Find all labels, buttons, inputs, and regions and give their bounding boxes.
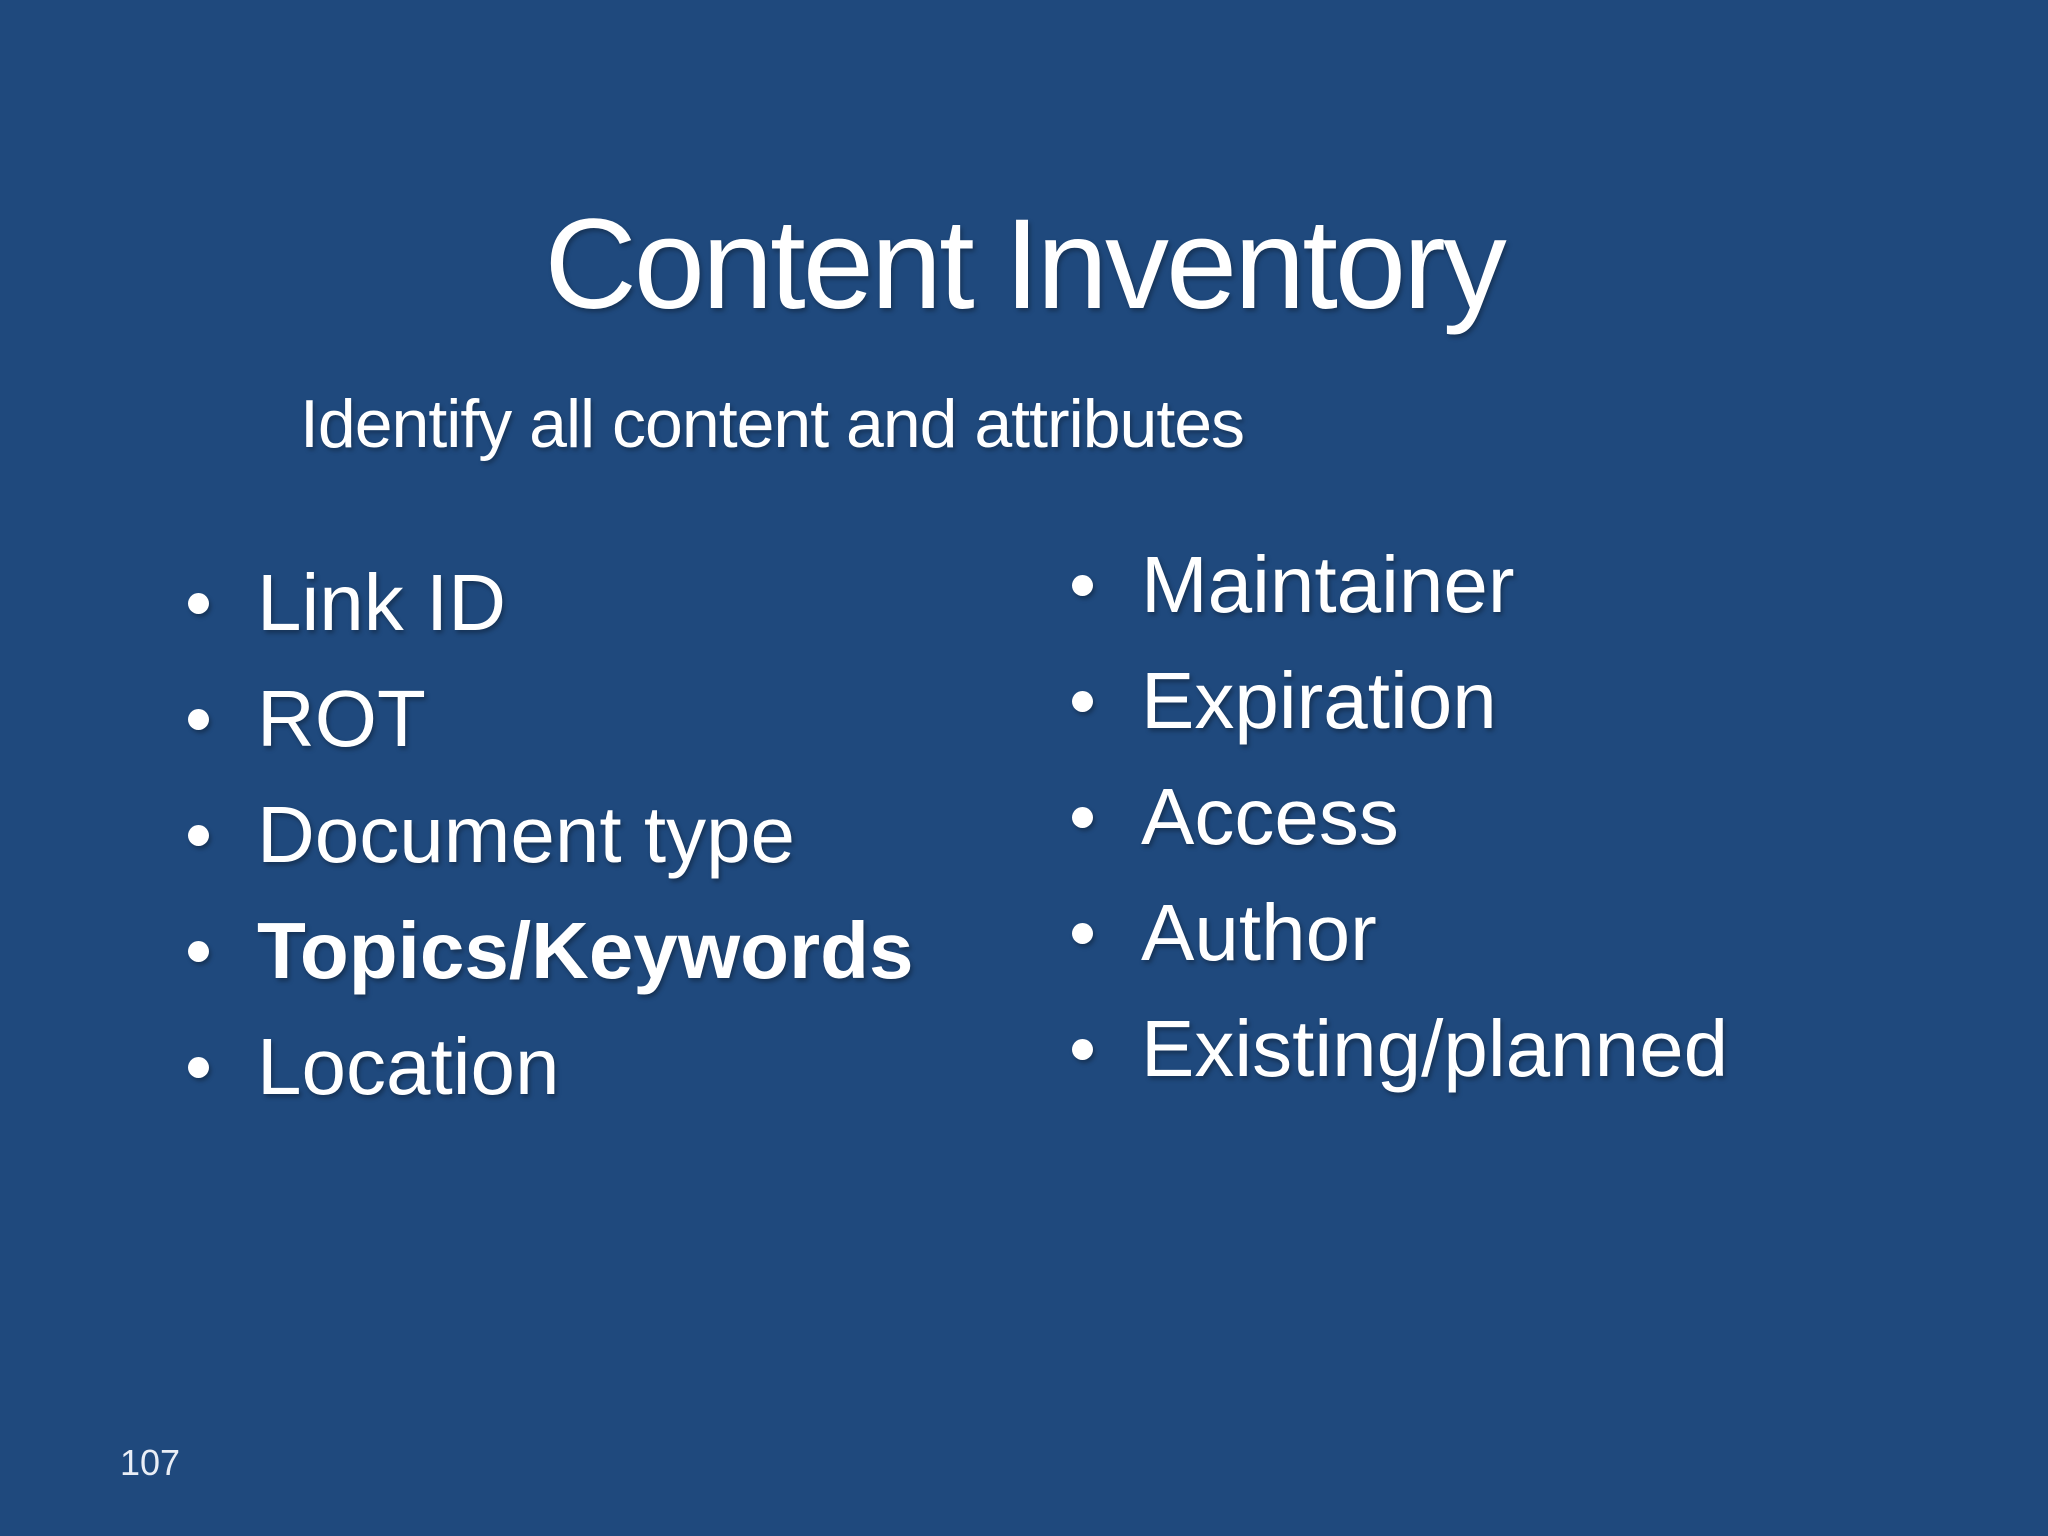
page-title: Content Inventory (544, 192, 1506, 336)
bullet-icon (188, 708, 209, 730)
list-item: Expiration (1072, 643, 1728, 759)
bullet-icon (1072, 922, 1093, 944)
list-item: Access (1072, 759, 1728, 875)
list-item-label: Author (1141, 888, 1377, 977)
list-item: ROT (188, 661, 913, 777)
list-item-label: Expiration (1141, 656, 1497, 745)
list-item-label: Access (1141, 772, 1399, 861)
bullet-icon (1072, 806, 1093, 828)
list-item-label: Document type (257, 790, 796, 879)
page-number: 107 (120, 1442, 181, 1483)
bullet-icon (188, 940, 209, 962)
list-item: Link ID (188, 545, 913, 661)
list-item-label: ROT (257, 674, 426, 763)
bullet-icon (1072, 1038, 1093, 1060)
bullet-icon (188, 1056, 209, 1078)
list-item-label: Topics/Keywords (257, 906, 914, 995)
slide-subtitle: Identify all content and attributes (300, 386, 1245, 462)
bullet-icon (1072, 574, 1093, 596)
bullet-list-right: Maintainer Expiration Access Author Exis… (1072, 527, 1728, 1107)
list-item: Document type (188, 777, 913, 893)
list-item: Author (1072, 875, 1728, 991)
bullet-icon (1072, 690, 1093, 712)
list-item: Existing/planned (1072, 991, 1728, 1107)
list-item-label: Location (257, 1022, 560, 1111)
list-item: Maintainer (1072, 527, 1728, 643)
list-item-label: Existing/planned (1141, 1004, 1729, 1093)
list-item: Topics/Keywords (188, 893, 913, 1009)
list-item-label: Link ID (257, 558, 506, 647)
bullet-icon (188, 824, 209, 846)
list-item: Location (188, 1009, 913, 1125)
list-item-label: Maintainer (1141, 540, 1515, 629)
bullet-list-left: Link ID ROT Document type Topics/Keyword… (188, 545, 913, 1125)
bullet-icon (188, 592, 209, 614)
